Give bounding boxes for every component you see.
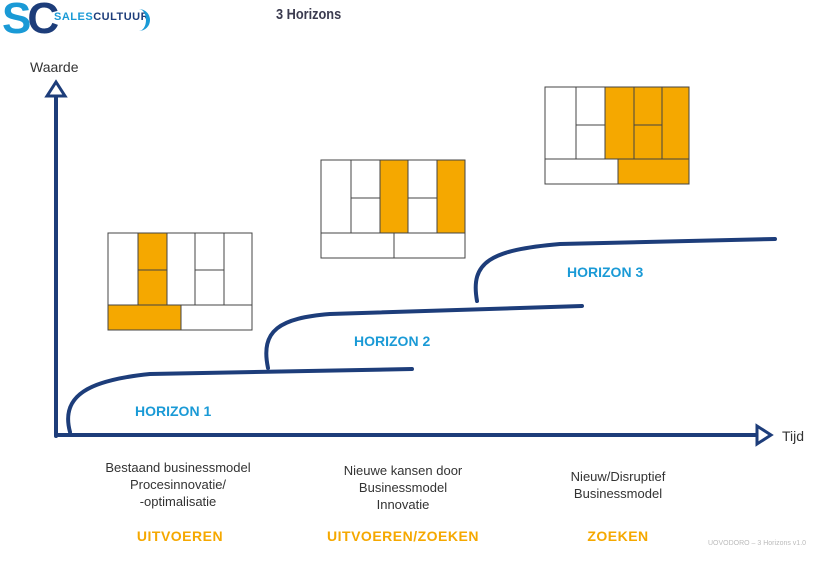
- logo-mark: SC: [2, 0, 59, 43]
- logo-text: SALESCULTUUR: [54, 11, 150, 23]
- business-model-canvas-1: [107, 232, 253, 331]
- footer-text: UOVODORO – 3 Horizons v1.0: [708, 540, 807, 547]
- horizon-1-action: UITVOEREN: [136, 528, 224, 544]
- horizon-3-action: ZOEKEN: [587, 528, 649, 544]
- horizon-3-label: HORIZON 3: [567, 264, 644, 280]
- y-axis-label: Waarde: [30, 59, 79, 75]
- horizon-1-label: HORIZON 1: [135, 403, 212, 419]
- horizon-2-curve: [264, 304, 584, 370]
- horizon-2-label: HORIZON 2: [354, 333, 431, 349]
- y-axis-arrow-icon: [44, 79, 68, 98]
- x-axis-label: Tijd: [782, 428, 805, 444]
- x-axis-arrow-icon: [755, 423, 774, 447]
- business-model-canvas-3: [544, 86, 690, 185]
- horizon-2-action: UITVOEREN/ZOEKEN: [327, 528, 479, 544]
- horizon-3-curve: [473, 237, 777, 303]
- logo-bracket-icon: [138, 9, 150, 31]
- horizon-1-curve: [66, 367, 414, 434]
- page-title: 3 Horizons: [276, 6, 342, 23]
- business-model-canvas-2: [320, 159, 466, 259]
